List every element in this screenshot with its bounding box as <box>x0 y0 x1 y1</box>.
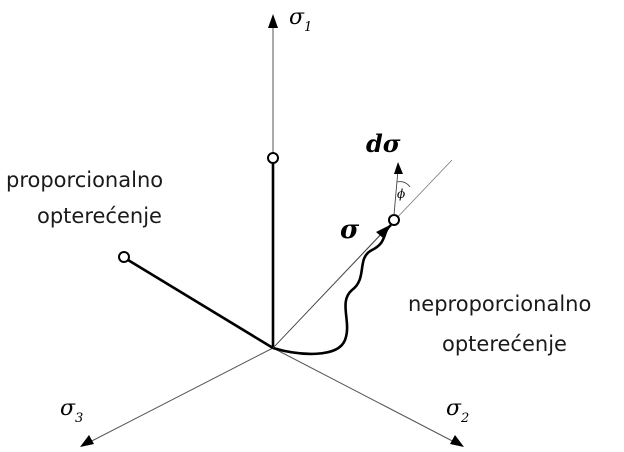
sigma3-label: σ3 <box>60 396 83 426</box>
increment-vector-label: dσ <box>366 129 401 158</box>
sigma1-label: σ1 <box>289 5 312 35</box>
sigma3-symbol: σ <box>60 396 76 421</box>
sigma2-axis <box>272 347 464 447</box>
proportional-label-line1: proporcionalno <box>6 168 163 192</box>
increment-vector <box>393 162 403 216</box>
nonproportional-path <box>272 214 400 356</box>
nonproportional-label-line1: neproporcionalno <box>408 292 591 316</box>
nonproportional-label-line2: opterećenje <box>442 332 567 356</box>
stress-vector <box>272 226 388 349</box>
sigma1-subscript: 1 <box>304 20 312 35</box>
sigma1-symbol: σ <box>289 5 305 30</box>
proportional-path-vertical <box>267 152 279 348</box>
sigma2-label: σ2 <box>446 396 469 426</box>
proportional-label-line2: opterećenje <box>37 204 162 228</box>
sigma3-axis <box>80 347 274 447</box>
angle-arc <box>396 181 411 188</box>
proportional-path-left <box>118 251 274 350</box>
angle-label: ϕ <box>397 187 405 201</box>
sigma3-subscript: 3 <box>75 411 83 426</box>
sigma2-subscript: 2 <box>460 411 469 426</box>
stress-vector-label: σ <box>340 215 360 245</box>
sigma2-symbol: σ <box>446 396 462 421</box>
